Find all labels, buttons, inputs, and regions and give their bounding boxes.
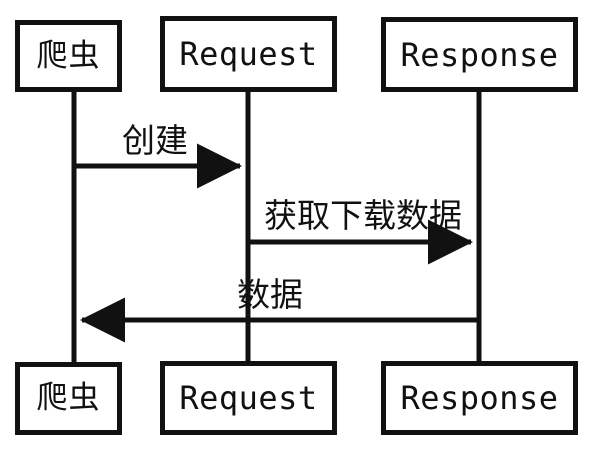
message-label-create: 创建 bbox=[122, 121, 188, 160]
participant-label-request-top: Request bbox=[179, 35, 318, 73]
participant-label-response-bottom: Response bbox=[400, 379, 559, 417]
participant-box-request-bottom[interactable]: Request bbox=[160, 361, 337, 435]
participant-label-response-top: Response bbox=[400, 35, 559, 74]
participant-label-spider-bottom: 爬虫 bbox=[36, 380, 101, 416]
participant-box-response-bottom[interactable]: Response bbox=[381, 361, 578, 435]
participant-box-spider-top[interactable]: 爬虫 bbox=[15, 20, 122, 92]
participant-box-response-top[interactable]: Response bbox=[381, 17, 578, 92]
message-label-download: 获取下载数据 bbox=[264, 196, 462, 235]
message-label-data: 数据 bbox=[237, 275, 303, 314]
participant-box-spider-bottom[interactable]: 爬虫 bbox=[15, 362, 122, 435]
participant-label-spider-top: 爬虫 bbox=[36, 37, 101, 74]
participant-label-request-bottom: Request bbox=[179, 379, 318, 417]
participant-box-request-top[interactable]: Request bbox=[160, 16, 337, 92]
